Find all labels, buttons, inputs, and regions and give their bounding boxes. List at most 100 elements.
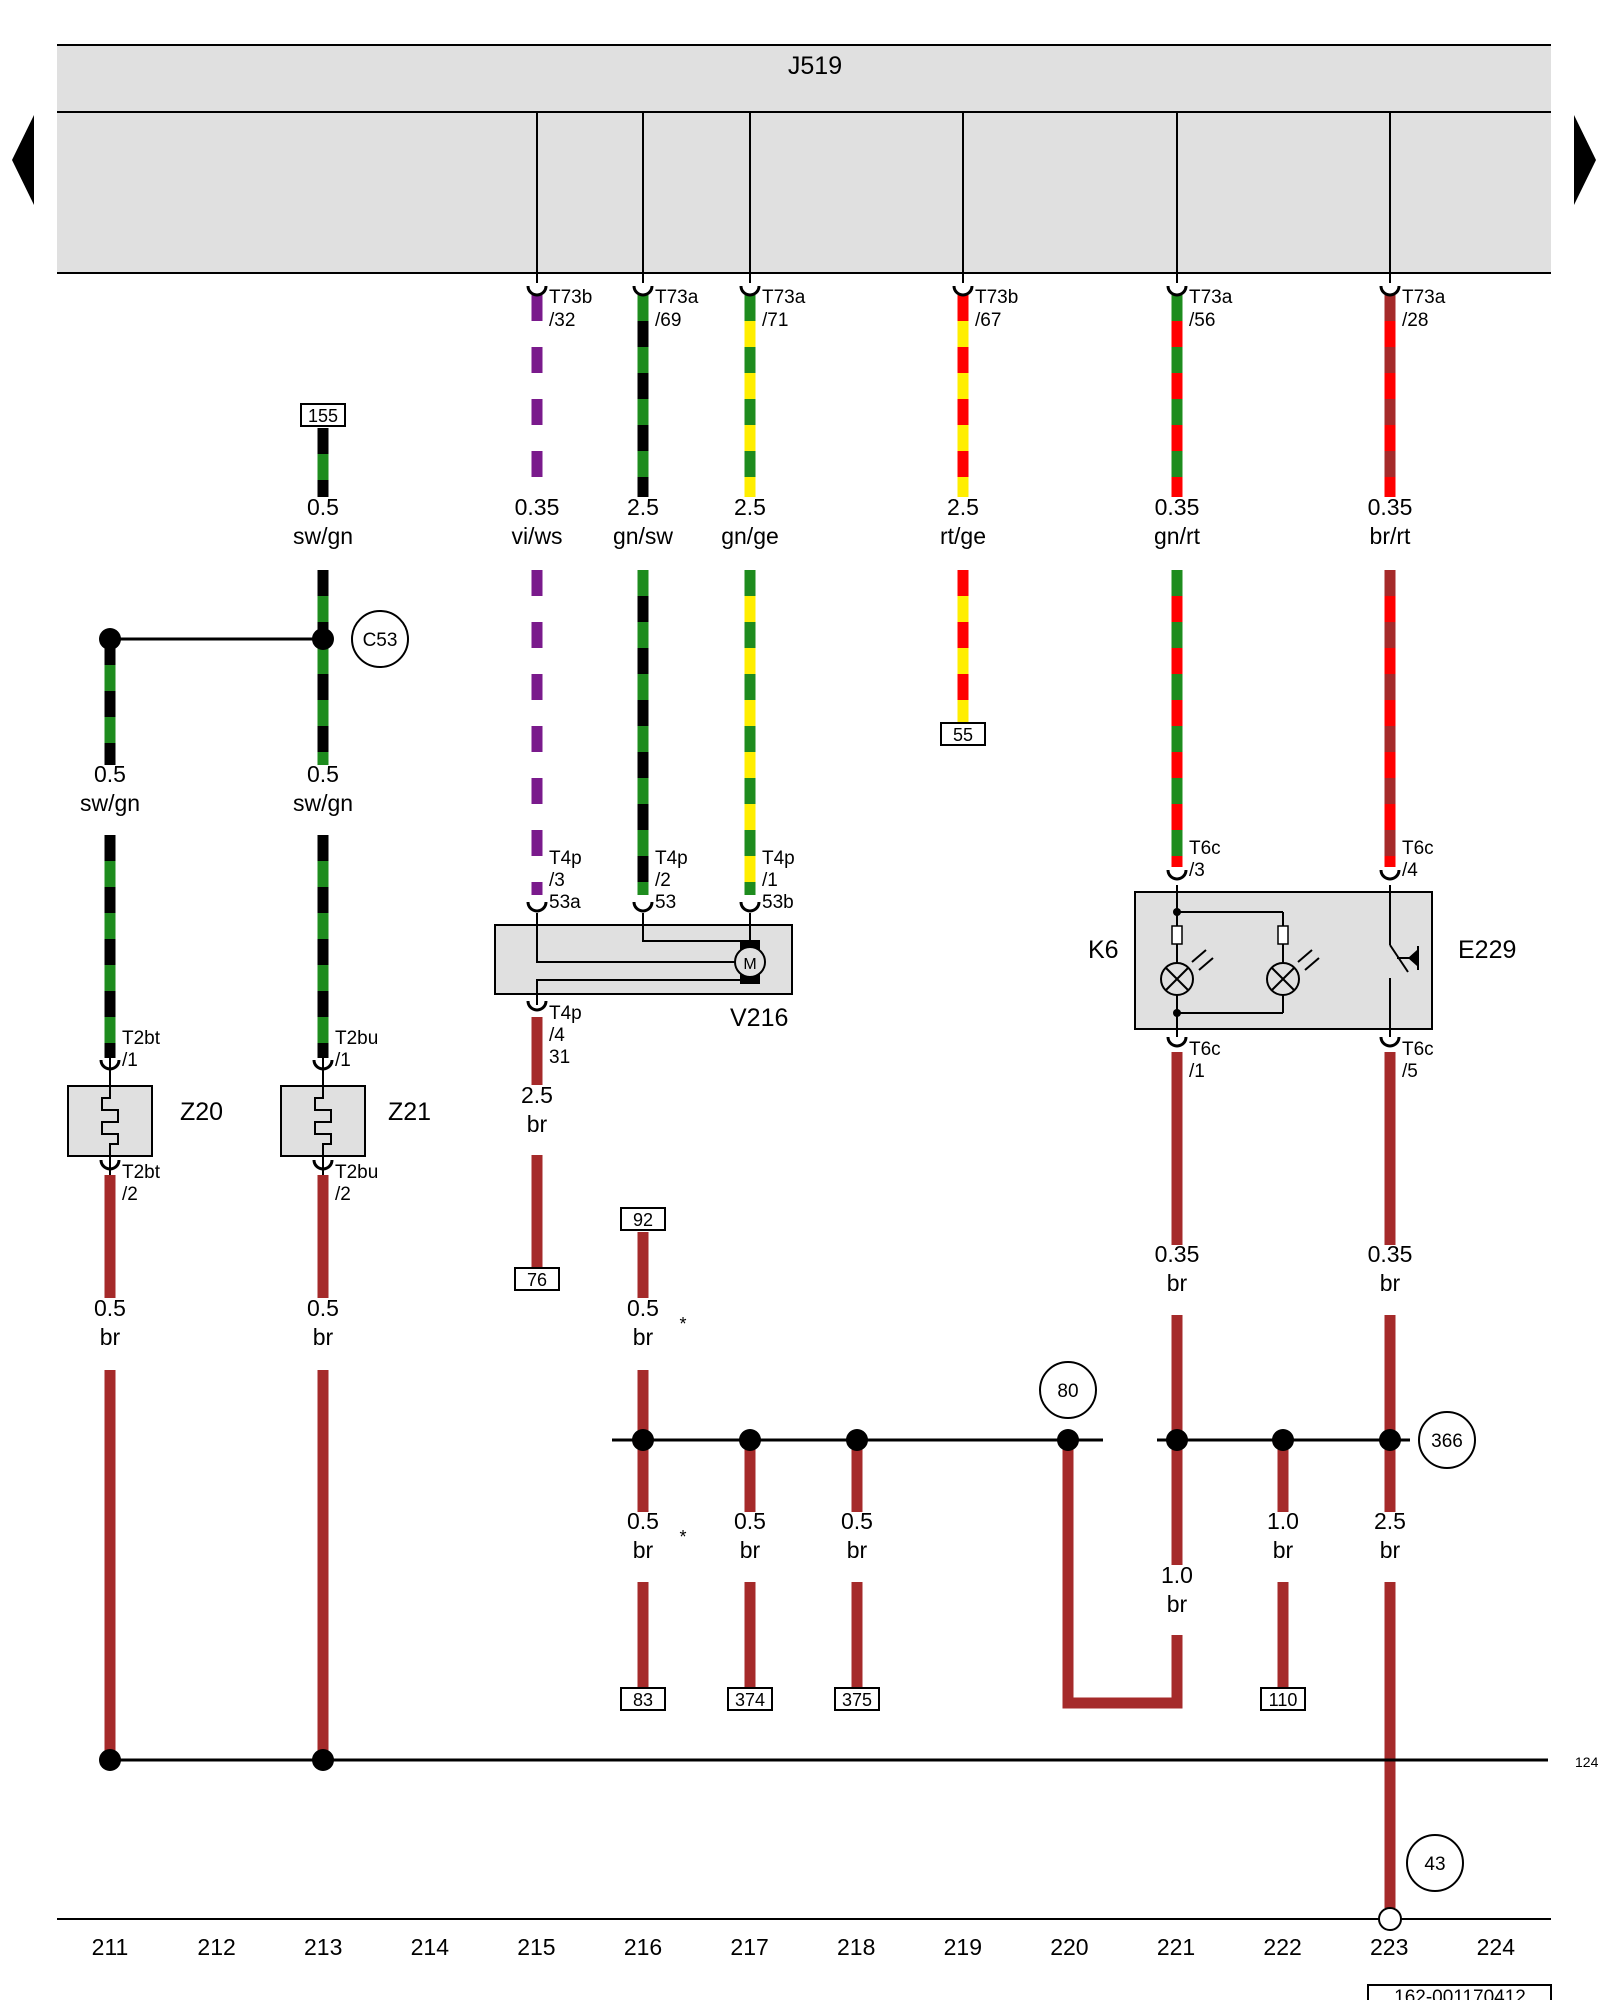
connector-symbol [99, 1159, 121, 1171]
connector-label: T4p [549, 848, 582, 869]
module-k6-e229[interactable]: K6 E229 [1088, 885, 1516, 1037]
box-reference[interactable]: 375 [834, 1687, 880, 1711]
circle-reference[interactable]: 43 [1406, 1834, 1464, 1892]
connector-label: 53a [549, 892, 581, 913]
box-reference-label: 374 [735, 1690, 765, 1710]
connector-symbol [312, 1059, 334, 1071]
next-page-arrow-icon[interactable] [1574, 115, 1596, 205]
connector-label: T6c [1189, 838, 1221, 859]
junction-dot [312, 628, 334, 650]
wire-color-label: br [1273, 1537, 1294, 1563]
junction-dot [739, 1429, 761, 1451]
wire-size-label: 2.5 [947, 494, 979, 520]
wire-color-label: br [633, 1324, 654, 1350]
asterisk-note: * [679, 1527, 686, 1547]
connector-symbol [1379, 869, 1401, 881]
wire-color-label: br [527, 1111, 548, 1137]
heater-z21[interactable]: Z21 [280, 1077, 431, 1163]
connector-label: /71 [762, 310, 788, 331]
junction-dot [632, 1429, 654, 1451]
motor-v216[interactable]: M V216 [494, 913, 793, 1032]
column-number: 219 [944, 1934, 982, 1960]
connector-label: T2bu [335, 1028, 378, 1049]
wire-size-label: 0.5 [627, 1295, 659, 1321]
box-reference[interactable]: 155 [300, 403, 346, 427]
connector-symbol [1379, 1036, 1401, 1048]
wire-size-label: 0.5 [307, 1295, 339, 1321]
control-unit-label: J519 [788, 52, 842, 80]
wire-color-label: br/rt [1370, 523, 1412, 549]
wire-color-label: br [847, 1537, 868, 1563]
wire-size-label: 0.5 [627, 1508, 659, 1534]
box-reference[interactable]: 83 [620, 1687, 666, 1711]
circle-reference[interactable]: 366 [1418, 1411, 1476, 1469]
connector-label: T73a [762, 287, 806, 308]
box-reference-label: 375 [842, 1690, 872, 1710]
wire-color-label: gn/rt [1154, 523, 1201, 549]
control-unit-j519: J519 [57, 44, 1551, 274]
connector-symbol [312, 1159, 334, 1171]
connector-label: /1 [122, 1050, 138, 1071]
connector-symbol [526, 285, 548, 297]
column-number: 216 [624, 1934, 662, 1960]
box-reference[interactable]: 110 [1260, 1687, 1306, 1711]
connector-label: /1 [335, 1050, 351, 1071]
wire-size-label: 0.35 [1155, 494, 1200, 520]
wire-color-label: br [1380, 1537, 1401, 1563]
wire-size-label: 0.35 [1368, 1241, 1413, 1267]
connector-label: /4 [1402, 860, 1418, 881]
box-reference[interactable]: 55 [940, 722, 986, 746]
lamp-icon [1266, 949, 1320, 996]
circle-reference[interactable]: 80 [1039, 1361, 1097, 1419]
connector-symbol [739, 901, 761, 913]
column-number: 223 [1370, 1934, 1408, 1960]
connector-label: T6c [1402, 1039, 1434, 1060]
circle-reference-label: 366 [1431, 1431, 1463, 1452]
connector-label: /5 [1402, 1061, 1418, 1082]
connector-symbol [952, 285, 974, 297]
box-reference-label: 110 [1269, 1690, 1298, 1710]
lamp-component-label: K6 [1088, 936, 1119, 964]
junction-dot [99, 1749, 121, 1771]
column-number: 221 [1157, 1934, 1195, 1960]
wire-color-label: rt/ge [940, 523, 986, 549]
column-number: 222 [1263, 1934, 1301, 1960]
column-number: 213 [304, 1934, 342, 1960]
wire-size-label: 2.5 [521, 1082, 553, 1108]
connector-label: T73a [655, 287, 699, 308]
wire-size-label: 0.5 [841, 1508, 873, 1534]
box-reference[interactable]: 76 [514, 1267, 560, 1291]
connector-label: /2 [655, 870, 671, 891]
junction-dot [99, 628, 121, 650]
wire-color-label: br [633, 1537, 654, 1563]
heater-z21-label: Z21 [388, 1098, 431, 1126]
box-reference[interactable]: 92 [620, 1207, 666, 1231]
labels-layer: T73b/32T73a/69T73a/71T73b/67T73a/56T73a/… [80, 285, 1476, 1931]
connector-label: /3 [1189, 860, 1205, 881]
connector-label: 53 [655, 892, 676, 913]
connector-label: /4 [549, 1025, 565, 1046]
wire-color-label: sw/gn [80, 790, 140, 816]
heater-z20[interactable]: Z20 [67, 1077, 223, 1163]
column-number: 211 [92, 1934, 129, 1960]
wire-size-label: 0.5 [94, 1295, 126, 1321]
circle-reference[interactable]: C53 [351, 610, 409, 668]
box-reference[interactable]: 374 [727, 1687, 773, 1711]
connector-label: /2 [122, 1184, 138, 1205]
ground-reference: 124 [1575, 1754, 1599, 1770]
junction-dot [846, 1429, 868, 1451]
column-number: 212 [197, 1934, 235, 1960]
wire-size-label: 0.35 [1155, 1241, 1200, 1267]
box-reference-label: 155 [308, 406, 338, 426]
connector-label: T4p [549, 1003, 582, 1024]
previous-page-arrow-icon[interactable] [12, 115, 34, 205]
column-number: 220 [1050, 1934, 1088, 1960]
circle-reference-label: 80 [1057, 1381, 1078, 1402]
connector-symbol [1166, 869, 1188, 881]
connector-symbol [739, 285, 761, 297]
connector-label: /28 [1402, 310, 1428, 331]
junction-dot [1166, 1429, 1188, 1451]
wire-color-label: br [740, 1537, 761, 1563]
connector-label: T2bt [122, 1028, 161, 1049]
